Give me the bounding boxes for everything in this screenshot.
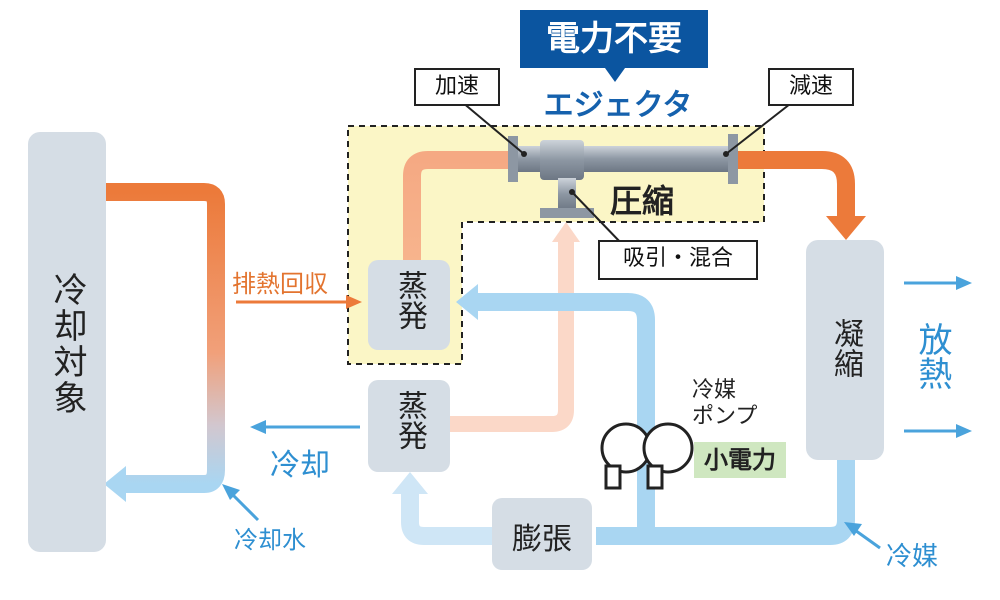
evaporator-top-label: 蒸発 — [392, 270, 427, 330]
cooling-water-loop — [104, 183, 225, 493]
condenser-block — [806, 240, 884, 460]
ejector-label: エジェクタ — [543, 88, 693, 123]
condenser-return-flow — [596, 458, 855, 545]
cooling-water-leader-head — [222, 484, 240, 500]
decelerate-leader — [725, 103, 791, 155]
decelerate-callout: 減速 — [768, 68, 854, 106]
title-banner — [520, 10, 708, 68]
evaporator-bottom-block — [368, 380, 450, 472]
condenser-inlet-arrowhead — [826, 216, 866, 240]
accelerate-leader-dot — [521, 151, 527, 157]
refrigerant-leader-head — [844, 522, 862, 536]
cooling-target-block — [28, 132, 106, 552]
heat-release-label: 放熱 — [912, 322, 952, 390]
evaporator-top-block — [368, 260, 450, 350]
cooling-label: 冷却 — [270, 448, 330, 483]
ejector-device — [508, 134, 738, 218]
cooling-target-label: 冷却対象 — [47, 272, 87, 416]
expansion-block — [492, 498, 592, 570]
suction-arrowhead — [552, 222, 580, 242]
condenser-label: 凝縮 — [828, 318, 863, 378]
title-pointer — [605, 68, 625, 82]
heat-release-arrowhead-top — [956, 276, 972, 290]
expansion-label: 膨張 — [512, 522, 572, 557]
suction-mix-callout: 吸引・混合 — [598, 240, 758, 280]
suction-mix-leader — [571, 191, 623, 245]
suction-flow — [448, 238, 574, 432]
ejector-to-condenser-flow — [732, 151, 855, 220]
expansion-to-evaporator-flow — [401, 494, 498, 545]
refrigerant-pump-icon — [600, 422, 694, 490]
title-no-power: 電力不要 — [546, 19, 682, 59]
refrigerant-label: 冷媒 — [886, 542, 939, 572]
pump-to-evaporator-flow — [474, 293, 655, 536]
suction-mix-leader-dot — [569, 189, 575, 195]
evaporator-bottom-arrowhead — [392, 472, 428, 494]
heat-recovery-arrowhead — [346, 295, 362, 309]
compress-zone — [347, 125, 765, 365]
accelerate-leader — [461, 101, 525, 155]
evaporator-to-ejector-flow — [403, 151, 510, 262]
heat-recovery-label: 排熱回収 — [232, 270, 328, 298]
compress-label: 圧縮 — [610, 182, 675, 220]
decelerate-leader-dot — [723, 151, 729, 157]
cooling-water-label: 冷却水 — [234, 526, 306, 554]
evaporator-inlet-arrowhead — [456, 284, 478, 320]
cooling-water-leader — [228, 490, 260, 522]
heat-release-arrowhead-bottom — [956, 424, 972, 438]
accelerate-callout: 加速 — [414, 68, 500, 106]
cooling-arrowhead — [250, 420, 266, 434]
low-power-badge: 小電力 — [694, 442, 786, 478]
pump-label-line1: 冷媒 — [692, 378, 737, 403]
evaporator-bottom-label: 蒸発 — [392, 390, 427, 450]
cooling-water-arrowhead — [104, 466, 126, 502]
pump-label-line2: ポンプ — [692, 404, 758, 429]
